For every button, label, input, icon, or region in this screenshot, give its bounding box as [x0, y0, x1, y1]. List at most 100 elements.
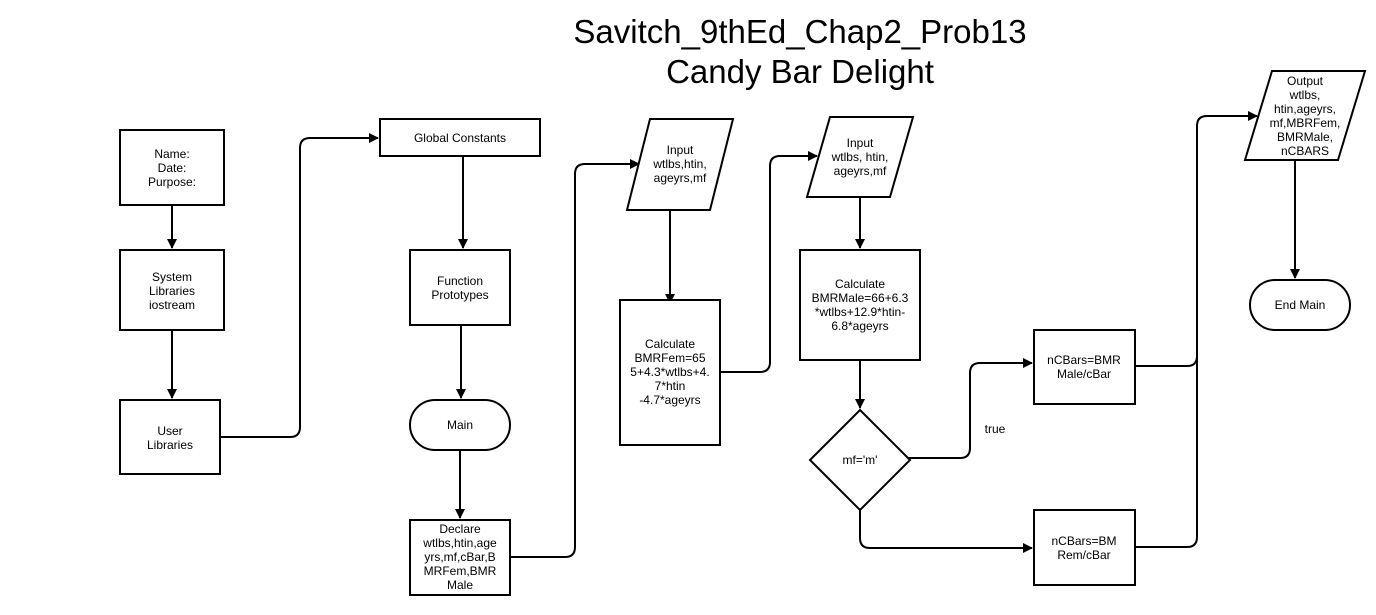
node-header-label: Name:Date:Purpose:: [148, 147, 196, 189]
input-2-line: ageyrs,mf: [834, 164, 887, 178]
edge-userlib-to-globals: [220, 133, 379, 438]
node-ncbars-male-box: [1033, 329, 1136, 405]
declare-line: wtlbs,htin,age: [422, 536, 497, 550]
input-1-line: wtlbs,htin,: [652, 157, 706, 171]
calc-bmrfem-line: -4.7*ageyrs: [639, 393, 700, 407]
edges: [167, 111, 1300, 558]
calc-bmrfem-line: 7*htin: [655, 379, 686, 393]
node-output-parallelogram: [1243, 70, 1367, 161]
ncbars-fem-line: Rem/cBar: [1057, 548, 1110, 562]
input-1-line: Input: [667, 143, 694, 157]
header-line: Purpose:: [148, 175, 196, 189]
system-libraries-line: Libraries: [149, 284, 195, 298]
input-2-line: Input: [847, 136, 874, 150]
input-1-line: ageyrs,mf: [654, 171, 707, 185]
function-prototypes-line: Prototypes: [431, 288, 488, 302]
node-main-label: Main: [447, 418, 473, 432]
edge-label-true: true: [985, 422, 1006, 436]
node-global-constants-label: Global Constants: [414, 131, 506, 145]
node-decision-mf: mf='m': [808, 408, 912, 512]
node-main-terminal: [409, 399, 511, 451]
user-libraries-line: Libraries: [147, 438, 193, 452]
declare-line: yrs,mf,cBar,B: [424, 550, 495, 564]
node-decision-mf-diamond: [808, 408, 912, 512]
declare-line: MRFem,BMR: [424, 564, 497, 578]
node-main: Main: [409, 399, 511, 451]
header-line: Date:: [158, 161, 187, 175]
edge-ncbarsmale-to-output: [1135, 126, 1198, 367]
output-line: Output: [1287, 74, 1324, 88]
node-header: Name:Date:Purpose:: [119, 129, 225, 206]
output-line: mf,MBRFem,: [1270, 116, 1341, 130]
decision-mf-line: mf='m': [843, 453, 878, 467]
calc-bmrfem-line: 5+4.3*wtlbs+4.: [630, 365, 709, 379]
node-ncbars-fem-box: [1033, 509, 1136, 586]
node-system-libraries-box: [119, 249, 225, 331]
output-line: nCBARS: [1281, 144, 1329, 158]
calc-bmrmale-line: BMRMale=66+6.3: [812, 291, 909, 305]
node-end-main-terminal: [1249, 279, 1351, 331]
user-libraries-line: User: [157, 424, 182, 438]
ncbars-male-line: Male/cBar: [1057, 367, 1111, 381]
node-input-2-parallelogram: [805, 116, 915, 198]
main-line: Main: [447, 418, 473, 432]
declare-line: Male: [447, 578, 473, 592]
node-global-constants: Global Constants: [379, 118, 541, 157]
node-end-main: End Main: [1249, 279, 1351, 331]
edge-calcfem-to-input2: [720, 151, 818, 373]
node-input-1-parallelogram: [625, 118, 735, 211]
edge-decision-false-to-ncbarsfem: [859, 508, 1033, 553]
node-header-box: [119, 129, 225, 206]
calc-bmrmale-line: *wtlbs+12.9*htin-: [815, 305, 905, 319]
system-libraries-line: System: [152, 270, 192, 284]
system-libraries-line: iostream: [149, 298, 195, 312]
node-calc-bmrfem-box: [619, 299, 721, 446]
node-calc-bmrmale-box: [799, 249, 921, 361]
chart-title-line1: Savitch_9thEd_Chap2_Prob13: [573, 13, 1026, 50]
ncbars-male-line: nCBars=BMR: [1047, 353, 1121, 367]
node-function-prototypes-box: [409, 249, 511, 326]
output-line: BMRMale,: [1277, 130, 1333, 144]
calc-bmrmale-line: Calculate: [835, 277, 885, 291]
node-global-constants-box: [379, 118, 541, 157]
global-constants-line: Global Constants: [414, 131, 506, 145]
declare-line: Declare: [439, 522, 481, 536]
ncbars-fem-line: nCBars=BM: [1051, 534, 1116, 548]
function-prototypes-line: Function: [437, 274, 483, 288]
node-declare-box: [409, 519, 511, 596]
node-user-libraries-box: [119, 399, 221, 475]
input-2-line: wtlbs, htin,: [831, 150, 889, 164]
output-line: htin,ageyrs,: [1274, 102, 1336, 116]
edge-declare-to-input1: [510, 159, 640, 558]
node-decision-mf-label: mf='m': [843, 453, 878, 467]
node-end-main-label: End Main: [1275, 298, 1326, 312]
calc-bmrfem-line: BMRFem=65: [634, 351, 705, 365]
chart-title-line2: Candy Bar Delight: [666, 53, 934, 90]
end-main-line: End Main: [1275, 298, 1326, 312]
edge-decision-true-to-ncbarsmale: [908, 358, 1033, 459]
header-line: Name:: [154, 147, 189, 161]
